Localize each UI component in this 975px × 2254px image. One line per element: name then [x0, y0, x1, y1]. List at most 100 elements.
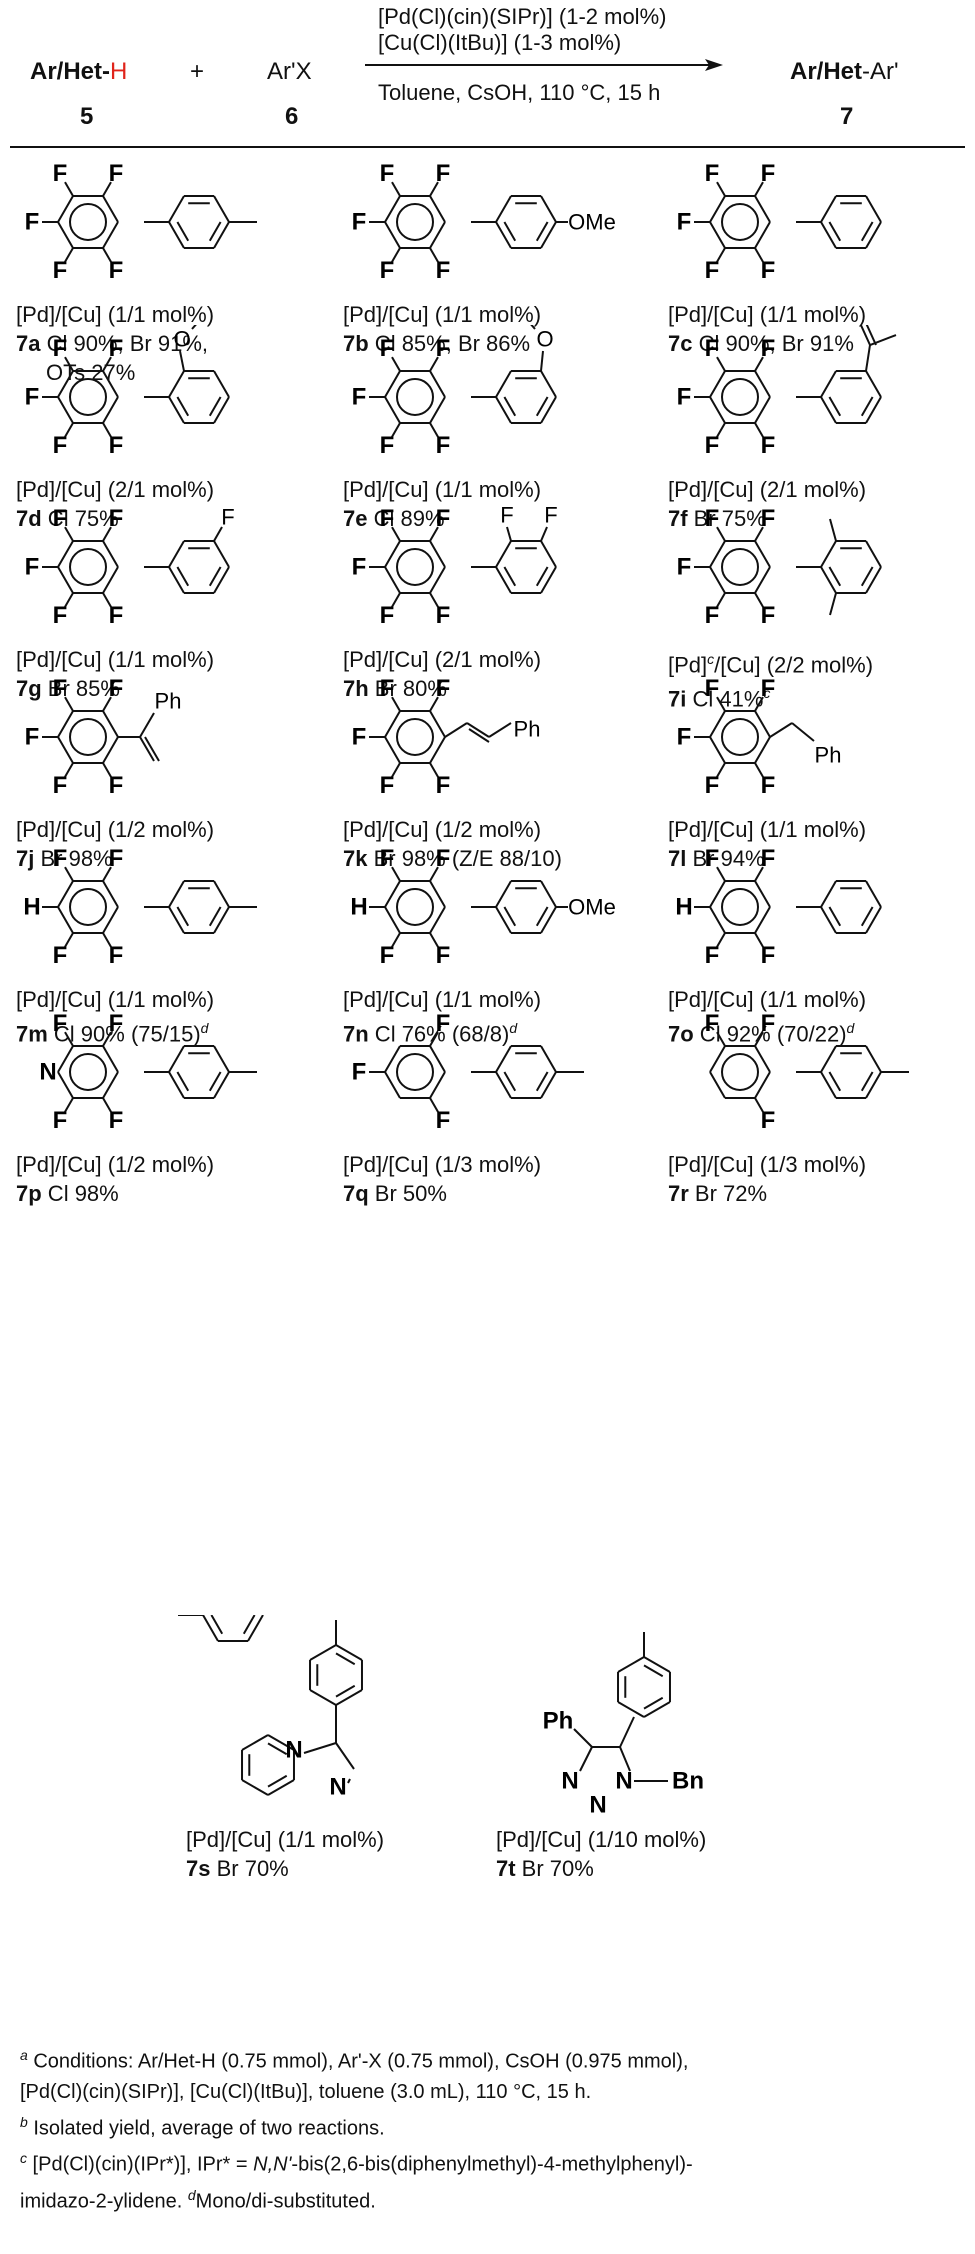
bond — [828, 396, 842, 417]
bond — [709, 1045, 726, 1073]
loading-text: [Pd]/[Cu] (1/1 mol%) — [16, 302, 215, 327]
bond — [102, 396, 119, 424]
bond — [309, 1689, 337, 1706]
compound-loading: [Pd]/[Cu] (1/3 mol%) — [343, 1150, 635, 1179]
atom-label: F — [352, 1059, 367, 1086]
compound-result: 7l Br 94% — [668, 844, 960, 873]
atom-label: H — [675, 894, 692, 921]
atom-label: F — [677, 209, 692, 236]
bond — [716, 866, 726, 882]
atom-label: H — [350, 894, 367, 921]
bond — [57, 221, 74, 249]
atom-label: F — [53, 257, 68, 284]
loading-text: [Pd]/[Cu] (1/1 mol%) — [186, 1827, 385, 1852]
atom-label: F — [352, 554, 367, 581]
bond — [267, 1779, 295, 1796]
compound-id: 7r — [668, 1181, 689, 1206]
bond — [64, 181, 74, 197]
bond — [384, 710, 401, 738]
aromatic-circle — [396, 718, 434, 756]
compound-caption: [Pd]/[Cu] (1/1 mol%)7g Br 85% — [16, 645, 308, 703]
atom-label: F — [53, 505, 68, 532]
bond — [102, 566, 119, 594]
yield-footnote-mark: d — [200, 1020, 209, 1036]
bond — [540, 195, 557, 223]
compound-caption: [Pd]/[Cu] (1/1 mol%)7n Cl 76% (68/8)d — [343, 985, 635, 1048]
bond — [168, 1045, 185, 1073]
atom-label: F — [761, 335, 776, 362]
aromatic-circle — [69, 378, 107, 416]
atom-label: F — [53, 602, 68, 629]
bond — [429, 195, 446, 223]
bond — [540, 566, 557, 594]
reactant-1-label: Ar/Het- — [30, 58, 111, 85]
bond — [535, 566, 549, 587]
compound-caption: [Pd]/[Cu] (1/1 mol%)7a Cl 90%, Br 91%,OT… — [16, 300, 308, 387]
bond — [191, 325, 197, 330]
bond — [267, 1774, 288, 1788]
atom-label: F — [109, 257, 124, 284]
bond — [860, 396, 874, 417]
bond — [754, 1071, 771, 1099]
bond — [716, 696, 726, 712]
bond — [429, 566, 446, 594]
bond — [506, 526, 512, 542]
yield-text: Cl 89% — [367, 506, 445, 531]
bond — [64, 422, 74, 438]
loading-text: [Pd]/[Cu] (1/1 mol%) — [343, 302, 542, 327]
bond — [709, 396, 726, 424]
footnote-c-text-2: -bis(2,6-bis(diphenylmethyl)-4-methylphe… — [291, 2153, 693, 2176]
bond — [168, 195, 185, 223]
compound-id: 7m — [16, 1021, 48, 1047]
bond — [754, 370, 771, 398]
bond — [102, 866, 112, 882]
bond — [213, 195, 230, 223]
bond — [540, 526, 548, 542]
bond — [820, 566, 837, 594]
bond — [860, 221, 874, 242]
footnote-a-text-2: [Pd(Cl)(cin)(SIPr)], [Cu(Cl)(ItBu)], tol… — [20, 2080, 592, 2103]
bond — [754, 710, 771, 738]
bond — [57, 1071, 74, 1099]
bond — [102, 1045, 119, 1073]
bond — [57, 906, 74, 934]
bond — [754, 221, 771, 249]
condition-cu: [Cu(Cl)(ItBu)] (1-3 mol%) — [378, 30, 622, 55]
atom-label: F — [53, 160, 68, 187]
bond — [716, 181, 726, 197]
atom-label: F — [761, 1010, 776, 1037]
loading-text: [Pd]/[Cu] (2/1 mol%) — [16, 477, 215, 502]
compound-loading: [Pd]/[Cu] (2/1 mol%) — [16, 475, 308, 504]
loading-text: [Pd]/[Cu] (1/1 mol%) — [668, 302, 867, 327]
atom-label: O — [173, 327, 190, 352]
bond — [540, 350, 544, 372]
bond — [213, 540, 230, 568]
atom-label: F — [761, 845, 776, 872]
compound-result: 7d Cl 75% — [16, 504, 308, 533]
bond — [391, 866, 401, 882]
compound-result: 7c Cl 90%, Br 91% — [668, 329, 960, 358]
compound-result: 7m Cl 90% (75/15)d — [16, 1014, 308, 1048]
reactant-1: Ar/Het-H — [30, 58, 127, 86]
bond — [429, 356, 439, 372]
compound-caption: [Pd]/[Cu] (1/3 mol%)7r Br 72% — [668, 1150, 960, 1208]
bond — [716, 592, 726, 608]
bond — [865, 325, 877, 346]
atom-label: F — [705, 432, 720, 459]
bond — [213, 1045, 230, 1073]
bond — [57, 566, 74, 594]
bond — [865, 540, 882, 568]
bond — [64, 1031, 74, 1047]
bond — [619, 1746, 631, 1772]
bond — [168, 370, 185, 398]
